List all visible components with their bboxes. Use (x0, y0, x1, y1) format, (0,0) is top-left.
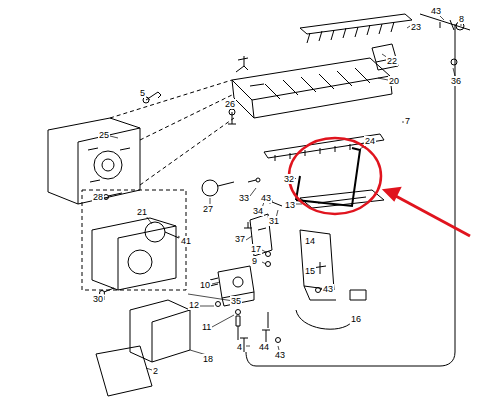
callout-number: 5 (139, 88, 146, 98)
callout-number: 23 (410, 22, 422, 32)
control-module (48, 118, 140, 204)
callout-number: 21 (136, 207, 148, 217)
callout-number: 43 (274, 350, 286, 360)
callout-number: 33 (238, 193, 250, 203)
callout-number: 41 (180, 236, 192, 246)
callout-number: 14 (304, 236, 316, 246)
callout-number: 4 (236, 342, 243, 352)
callout-number: 12 (188, 300, 200, 310)
callout-number: 11 (201, 322, 212, 332)
callout-number: 25 (98, 130, 110, 140)
callout-number: 16 (350, 314, 362, 324)
callout-number: 17 (250, 244, 262, 254)
water-valve (210, 266, 254, 306)
callout-number: 30 (92, 294, 104, 304)
callout-number: 10 (199, 280, 211, 290)
callout-number: 22 (386, 56, 398, 66)
motor (145, 222, 165, 242)
callout-number: 26 (224, 99, 236, 109)
cover (300, 14, 412, 34)
callout-number: 43 (260, 193, 272, 203)
callout-number: 36 (450, 76, 462, 86)
callout-number: 32 (283, 174, 295, 184)
callout-number: 8 (458, 14, 465, 24)
callout-number: 43 (430, 6, 442, 16)
callout-number: 18 (202, 354, 214, 364)
callout-number: 43 (322, 284, 334, 294)
ice-mold (232, 58, 392, 118)
stripper (264, 134, 384, 158)
callout-number: 44 (258, 342, 270, 352)
callout-number: 34 (252, 206, 264, 216)
callout-number: 31 (268, 216, 280, 226)
callout-number: 37 (234, 234, 246, 244)
front-cover (130, 300, 190, 362)
callout-number: 13 (284, 200, 296, 210)
callout-number: 9 (251, 256, 258, 266)
callout-number: 20 (388, 76, 400, 86)
callout-number: 35 (230, 296, 242, 306)
callout-number: 24 (364, 136, 376, 146)
plate (96, 346, 152, 396)
water-tube (246, 24, 455, 366)
highlight-circle (289, 138, 381, 214)
callout-number: 2 (152, 366, 159, 376)
callout-number: 15 (304, 266, 316, 276)
callout-number: 7 (404, 116, 411, 126)
callout-number: 28 (92, 192, 104, 202)
highlight-arrow (392, 194, 470, 236)
callout-number: 27 (202, 204, 214, 214)
motor-housing (92, 218, 176, 290)
